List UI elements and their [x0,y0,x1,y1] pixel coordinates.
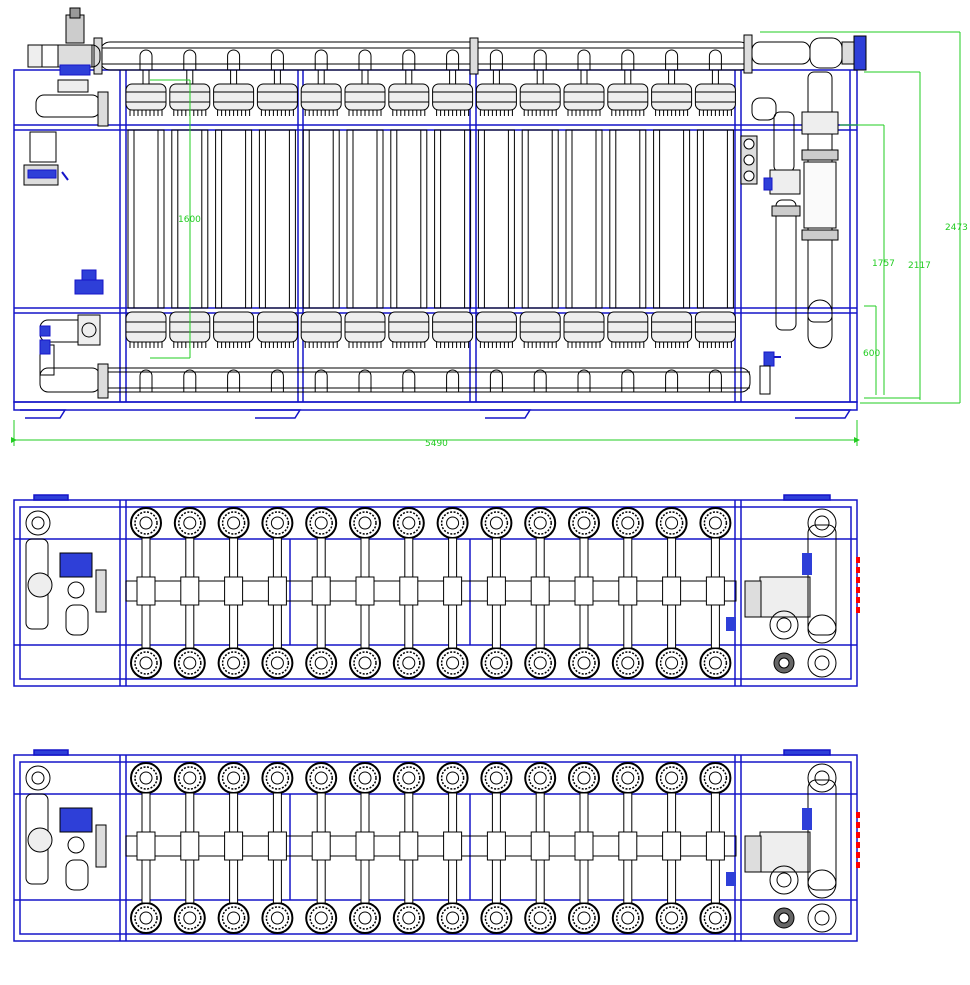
plan-module [130,762,162,934]
plan-module [217,762,250,934]
plan-module [392,507,425,679]
membrane-module [475,49,517,392]
plan-view-2 [13,749,860,942]
bottom-header-pipe [99,367,751,393]
butterfly-valve-icon [726,553,860,631]
dimension-lines [11,31,961,446]
plan-module [349,507,381,679]
plan-piping [25,508,837,678]
membrane-module [563,49,605,392]
plan-module [480,507,513,679]
plan-module [524,507,557,679]
uf-membrane-modules [125,49,736,392]
plan-module [655,507,688,679]
membrane-module [519,49,561,392]
membrane-module [213,49,255,392]
plan-module [173,507,206,679]
membrane-module [607,49,649,392]
plan-module [261,507,294,679]
plan-module [568,762,600,934]
plan-view-1 [13,494,860,687]
plan-module [305,507,338,679]
plan-piping [25,763,837,933]
height-2117-dimension: 2117 [908,261,931,271]
plan-modules [125,762,737,934]
membrane-module [125,49,167,392]
membrane-module [694,49,736,392]
total-height-dimension: 2473 [945,223,968,233]
membrane-module [651,49,693,392]
plan-module [568,507,600,679]
plan-modules [125,507,737,679]
plan-module [305,762,338,934]
plan-header-pipe [125,835,737,857]
plan-module [349,762,381,934]
membrane-module [388,49,430,392]
plan-module [261,762,294,934]
top-header-pipe [93,34,753,75]
plan-module [392,762,425,934]
plan-module [611,507,644,679]
membrane-module [344,49,386,392]
plan-module [655,762,688,934]
membrane-module [300,49,342,392]
front-elevation-view: 5490 1600 2473 2117 1757 600 [11,7,968,449]
plan-header-pipe [125,580,737,602]
plan-module [436,507,469,679]
plan-module [480,762,513,934]
total-length-dimension: 5490 [425,439,448,449]
butterfly-valve-icon [759,177,781,395]
height-1757-dimension: 1757 [872,259,895,269]
membrane-module [432,49,474,392]
membrane-module [256,49,298,392]
plan-module [130,507,162,679]
plan-module [699,762,732,934]
plan-module [173,762,206,934]
pressure-gauge-icon [740,135,758,185]
module-length-dimension: 1600 [178,215,201,225]
butterfly-valve-icon [27,64,104,355]
plan-module [217,507,250,679]
outlet-piping-right [751,35,867,349]
skid-frame [13,69,858,419]
plan-module [611,762,644,934]
plan-module [436,762,469,934]
inlet-piping-left [23,7,109,399]
base-height-dimension: 600 [863,349,880,359]
plan-module [524,762,557,934]
butterfly-valve-icon [726,808,860,886]
plan-module [699,507,732,679]
